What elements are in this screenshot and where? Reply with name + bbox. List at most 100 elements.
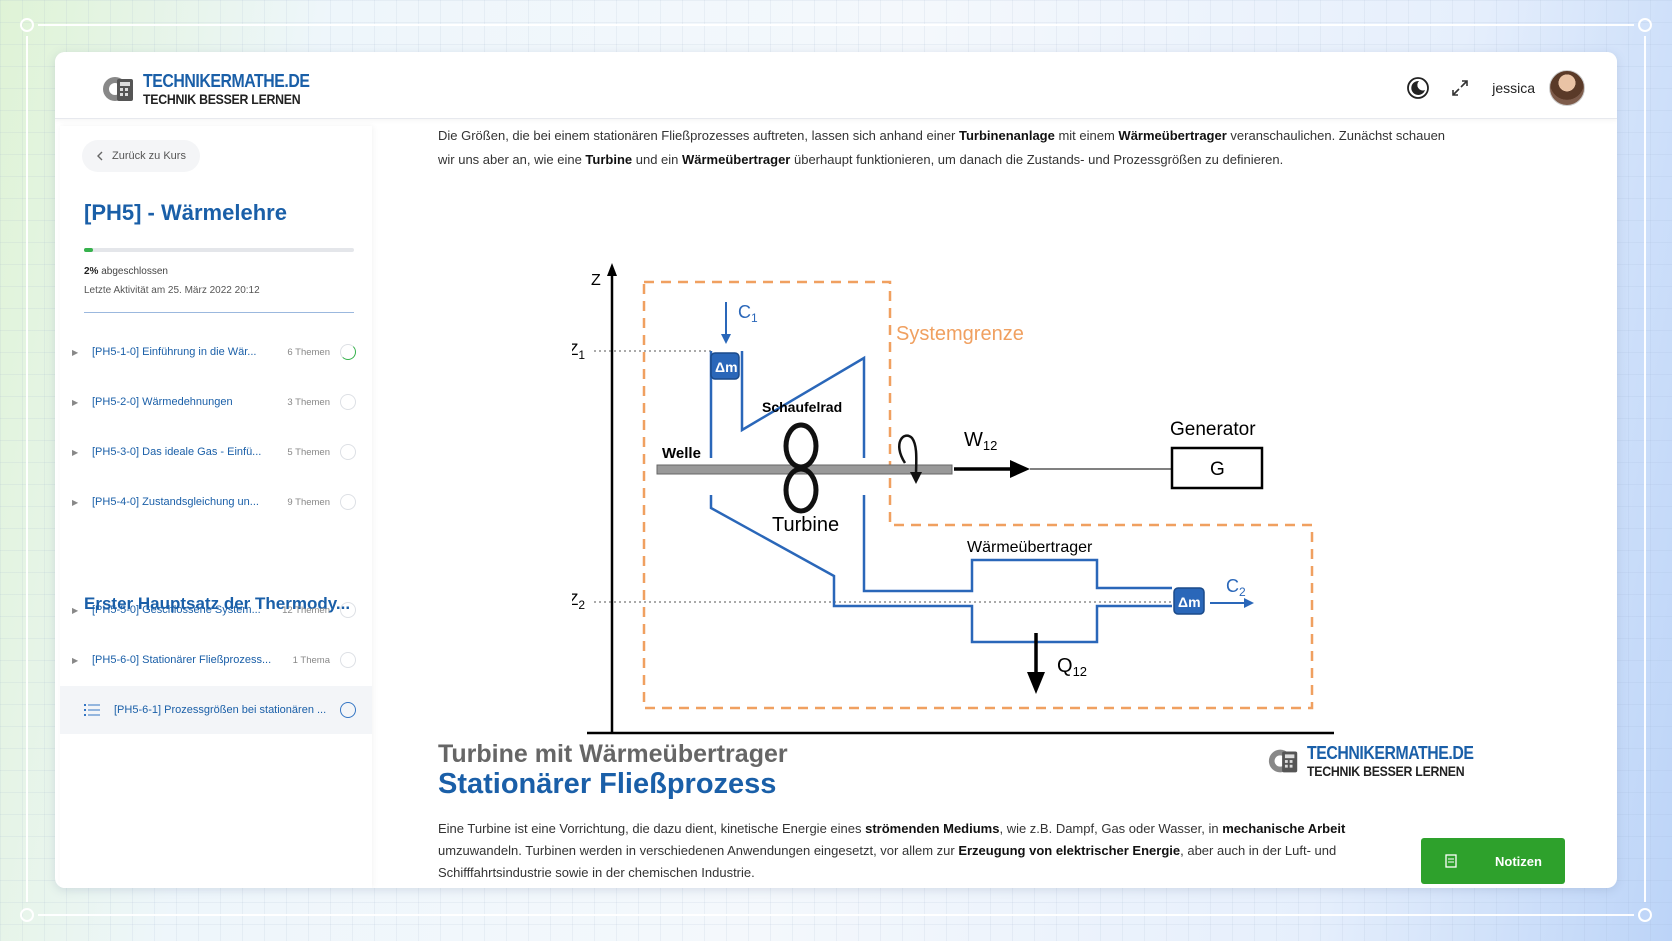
z2-label: Z2 <box>572 590 585 612</box>
chapter-item[interactable]: ▶ [PH5-5-0] Geschlossene System... 12 Th… <box>72 596 362 624</box>
course-progress-bar <box>84 248 354 252</box>
active-lesson-item[interactable]: [PH5-6-1] Prozessgrößen bei stationären … <box>60 686 372 734</box>
progress-text: 2% abgeschlossen <box>84 266 168 277</box>
rotation-arrowhead <box>910 472 922 484</box>
progress-percent: 2% <box>84 266 99 277</box>
body-text-3: umzuwandeln. Turbinen werden in verschie… <box>438 843 959 858</box>
chapter-count: 6 Themen <box>287 346 330 358</box>
brand-tagline: TECHNIK BESSER LERNEN <box>1307 763 1465 779</box>
c2-arrowhead <box>1244 598 1254 608</box>
chapter-status-circle <box>340 652 356 668</box>
intro-bold-1: Turbinenanlage <box>959 128 1055 143</box>
body-text-1: Eine Turbine ist eine Vorrichtung, die d… <box>438 821 866 836</box>
fullscreen-icon <box>1452 80 1469 96</box>
moon-icon <box>1407 77 1430 99</box>
notes-button[interactable]: Notizen <box>1421 838 1565 884</box>
caret-right-icon: ▶ <box>72 447 79 457</box>
c1-label: C1 <box>738 302 758 325</box>
intro-text-2: mit einem <box>1054 128 1119 143</box>
intro-text-5: überhaupt funktionieren, um danach die Z… <box>790 152 1284 167</box>
dark-mode-toggle[interactable] <box>1404 74 1432 102</box>
chapter-item[interactable]: ▶ [PH5-4-0] Zustandsgleichung un... 9 Th… <box>72 488 362 516</box>
gear-logo-icon <box>103 77 133 101</box>
chevron-left-icon <box>97 151 103 161</box>
turbine-casing <box>709 351 1172 644</box>
impeller <box>783 422 819 514</box>
frame-corner <box>1638 908 1652 922</box>
chapter-label: [PH5-5-0] Geschlossene System... <box>92 604 261 616</box>
lesson-content: Die Größen, die bei einem stationären Fl… <box>427 118 1577 888</box>
caret-right-icon: ▶ <box>72 347 79 357</box>
q12-label: Q12 <box>1057 655 1087 679</box>
work-arrowhead <box>1010 460 1030 478</box>
frame-corner <box>20 908 34 922</box>
chapter-label: [PH5-3-0] Das ideale Gas - Einfü... <box>92 446 262 458</box>
intro-paragraph: Die Größen, die bei einem stationären Fl… <box>438 124 1448 172</box>
waermeuebertrager-label: Wärmeübertrager <box>967 539 1093 556</box>
brand-name: TECHNIKERMATHE.DE <box>143 71 310 91</box>
system-boundary <box>642 280 1314 710</box>
frame-top <box>38 24 1634 26</box>
schaufelrad-label: Schaufelrad <box>762 399 842 415</box>
active-lesson-label: [PH5-6-1] Prozessgrößen bei stationären … <box>114 704 327 716</box>
chapter-status-circle <box>340 602 356 618</box>
chapter-status-circle <box>340 494 356 510</box>
rotation-arrow <box>898 434 918 477</box>
frame-left <box>26 36 28 902</box>
w12-label: W12 <box>964 429 997 453</box>
chapter-label: [PH5-2-0] Wärmedehnungen <box>92 396 233 408</box>
body-text-2: , wie z.B. Dampf, Gas oder Wasser, in <box>999 821 1223 836</box>
turbine-diagram: Z Z1 Z2 Systemgrenze C1 Δm Welle <box>572 263 1334 735</box>
c2-label: C2 <box>1226 576 1246 599</box>
mass-element-inlet <box>710 352 740 380</box>
body-bold-3: Erzeugung von elektrischer Energie <box>958 843 1181 858</box>
chapter-item[interactable]: ▶ [PH5-1-0] Einführung in die Wär... 6 T… <box>72 338 362 366</box>
chapter-count: 1 Thema <box>292 654 330 666</box>
chapter-count: 12 Themen <box>282 604 330 616</box>
username[interactable]: jessica <box>1492 80 1535 96</box>
notes-icon <box>1445 854 1457 868</box>
intro-bold-2: Wärmeübertrager <box>1118 128 1227 143</box>
avatar[interactable] <box>1549 70 1585 106</box>
brand-logo[interactable]: TECHNIKERMATHE.DE TECHNIK BESSER LERNEN <box>101 71 332 107</box>
brand-name: TECHNIKERMATHE.DE <box>1307 743 1474 763</box>
back-label: Zurück zu Kurs <box>112 150 186 162</box>
c1-arrowhead <box>721 334 731 344</box>
body-bold-2: mechanische Arbeit <box>1222 821 1346 836</box>
chapter-label: [PH5-1-0] Einführung in die Wär... <box>92 346 257 358</box>
top-bar: TECHNIKERMATHE.DE TECHNIK BESSER LERNEN … <box>55 52 1617 119</box>
chapter-count: 5 Themen <box>287 446 330 458</box>
brand-tagline: TECHNIK BESSER LERNEN <box>143 91 301 107</box>
generator-g-label: G <box>1210 459 1225 480</box>
course-progress-fill <box>84 248 94 252</box>
caret-right-icon: ▶ <box>72 397 79 407</box>
diagram-brand-logo: TECHNIKERMATHE.DE TECHNIK BESSER LERNEN <box>1267 744 1496 778</box>
fullscreen-button[interactable] <box>1446 74 1474 102</box>
welle-label: Welle <box>662 445 701 462</box>
body-bold-1: strömenden Mediums <box>865 821 1000 836</box>
course-sidebar: Zurück zu Kurs [PH5] - Wärmelehre 2% abg… <box>60 126 372 888</box>
chapter-status-circle <box>340 344 356 360</box>
notes-label: Notizen <box>1495 853 1542 869</box>
chapter-label: [PH5-4-0] Zustandsgleichung un... <box>92 496 259 508</box>
dm-label-inlet: Δm <box>715 359 738 375</box>
section-title: Erster Hauptsatz der Thermody... <box>84 594 351 613</box>
chapter-status-circle <box>340 444 356 460</box>
frame-bottom <box>38 914 1634 916</box>
z-axis-label: Z <box>591 272 601 289</box>
generator-label: Generator <box>1170 419 1256 440</box>
chapter-item[interactable]: ▶ [PH5-3-0] Das ideale Gas - Einfü... 5 … <box>72 438 362 466</box>
intro-bold-3: Turbine <box>585 152 633 167</box>
chapter-item[interactable]: ▶ [PH5-6-0] Stationärer Fließprozess... … <box>72 646 362 674</box>
z1-label: Z1 <box>572 340 585 362</box>
back-to-course-button[interactable]: Zurück zu Kurs <box>82 140 200 172</box>
z-axis-arrow <box>607 263 617 276</box>
mass-element-outlet <box>1173 587 1205 615</box>
dm-label-outlet: Δm <box>1178 594 1201 610</box>
chapter-item[interactable]: ▶ [PH5-2-0] Wärmedehnungen 3 Themen <box>72 388 362 416</box>
header-actions: jessica <box>1404 70 1585 106</box>
diagram-subtitle: Stationärer Fließprozess <box>438 768 777 800</box>
list-icon <box>84 704 100 716</box>
chapter-status-circle <box>340 394 356 410</box>
intro-text-3: veranschaulichen. Zunächst schauen wir u… <box>438 128 1446 167</box>
